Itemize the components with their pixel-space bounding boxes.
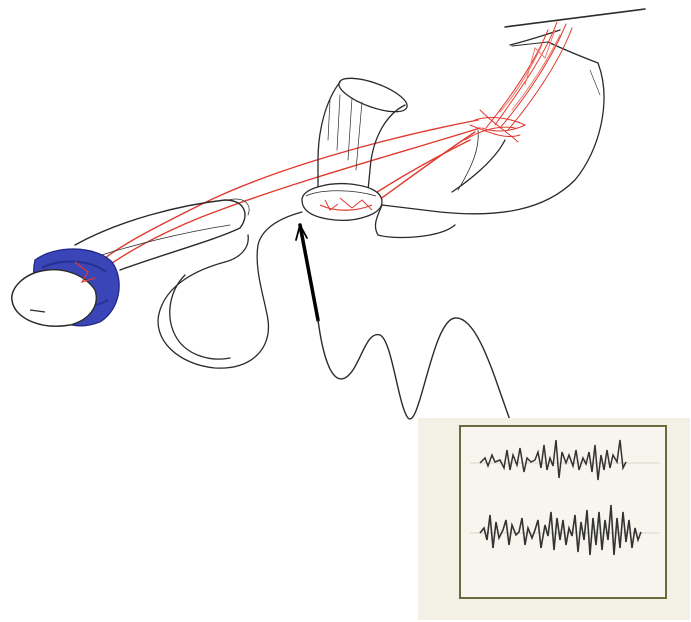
sphincter-cuff xyxy=(302,184,382,221)
nerve-fibers xyxy=(100,120,480,268)
recording-lead xyxy=(296,225,510,420)
recorder-panel xyxy=(418,418,690,620)
nerve-roots xyxy=(465,22,572,142)
penile-cuff xyxy=(12,249,119,326)
